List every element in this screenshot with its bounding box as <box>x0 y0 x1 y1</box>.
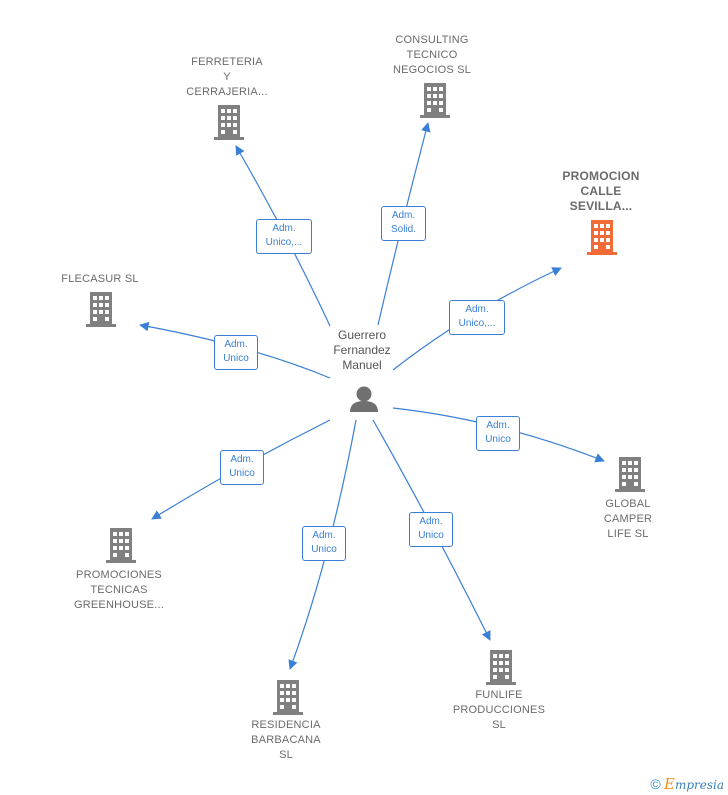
brand-name: mpresia <box>674 778 724 792</box>
node-label-funlife[interactable]: FUNLIFE PRODUCCIONES SL <box>452 689 546 731</box>
person-icon[interactable] <box>350 386 378 413</box>
building-icon-global[interactable] <box>615 457 645 492</box>
node-label-global[interactable]: GLOBAL CAMPER LIFE SL <box>603 498 653 540</box>
building-icon-ferreteria[interactable] <box>214 105 244 140</box>
footer-brand[interactable]: © Empresia <box>650 775 724 793</box>
node-label-promocion[interactable]: PROMOCION CALLE SEVILLA... <box>562 169 640 213</box>
building-icon-residencia[interactable] <box>273 680 303 715</box>
edge-label-residencia[interactable]: Adm. Unico <box>302 526 346 561</box>
node-label-promociones[interactable]: PROMOCIONES TECNICAS GREENHOUSE... <box>73 569 164 611</box>
brand-initial: E <box>663 775 675 793</box>
node-label-flecasur[interactable]: FLECASUR SL <box>61 273 139 285</box>
node-label-consulting[interactable]: CONSULTING TECNICO NEGOCIOS SL <box>393 34 471 76</box>
building-icon-consulting[interactable] <box>420 83 450 118</box>
node-label-residencia[interactable]: RESIDENCIA BARBACANA SL <box>251 719 321 761</box>
edge-label-consulting[interactable]: Adm. Solid. <box>381 206 426 241</box>
edge-label-funlife[interactable]: Adm. Unico <box>409 512 453 547</box>
edge-label-flecasur[interactable]: Adm. Unico <box>214 335 258 370</box>
edge-label-promocion[interactable]: Adm. Unico,... <box>449 300 505 335</box>
edge-label-ferreteria[interactable]: Adm. Unico,... <box>256 219 312 254</box>
copyright-icon: © <box>650 776 661 792</box>
building-icon-promociones[interactable] <box>106 528 136 563</box>
node-label-ferreteria[interactable]: FERRETERIA Y CERRAJERIA... <box>186 56 268 98</box>
edge-label-promociones[interactable]: Adm. Unico <box>220 450 264 485</box>
center-person-label[interactable]: Guerrero Fernandez Manuel <box>333 328 391 372</box>
building-icon-flecasur[interactable] <box>86 292 116 327</box>
building-icon-funlife[interactable] <box>486 650 516 685</box>
building-icon-promocion[interactable] <box>587 220 617 255</box>
edge-label-global[interactable]: Adm. Unico <box>476 416 520 451</box>
